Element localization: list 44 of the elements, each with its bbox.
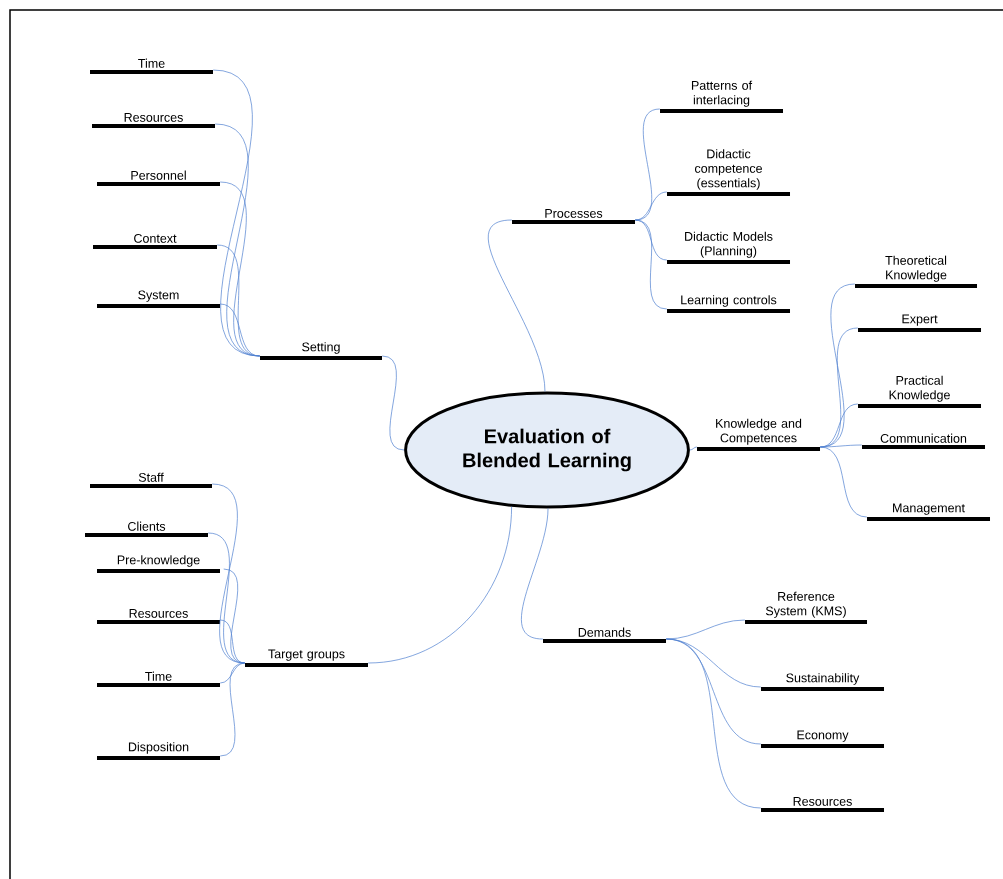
underlined-topic: Expert xyxy=(858,314,981,332)
underlined-topic: Communication xyxy=(862,433,985,449)
underlined-topic: Staff xyxy=(90,472,212,488)
underlined-topic: System xyxy=(97,290,220,308)
branch-line xyxy=(219,662,246,757)
underlined-topic: Time xyxy=(90,58,213,74)
underlined-topic: Didactic Models (Planning) xyxy=(667,231,790,264)
underlined-topic: Target groups xyxy=(245,649,368,667)
underlined-topic: Patterns of interlacing xyxy=(660,80,783,113)
branch-line xyxy=(367,506,512,664)
branch-line xyxy=(219,303,261,357)
underlined-topic: Economy xyxy=(761,730,884,748)
branch-line xyxy=(634,219,668,310)
branch-line xyxy=(216,244,261,357)
underlined-topic: Didactic competence (essentials) xyxy=(667,149,790,196)
underlined-topic: Management xyxy=(867,503,990,521)
underlined-topic: Clients xyxy=(85,521,208,537)
underlined-topic: Demands xyxy=(543,627,666,643)
underlined-topic: Personnel xyxy=(97,170,220,186)
underlined-topic: Sustainability xyxy=(761,673,884,691)
underlined-topic: Learning controls xyxy=(667,295,790,313)
branch-line xyxy=(219,619,246,664)
branch-line xyxy=(487,219,546,392)
underlined-topic: Disposition xyxy=(97,742,220,760)
underlined-topic: Resources xyxy=(761,797,884,812)
branch-line xyxy=(689,446,698,451)
underlined-topic: Practical Knowledge xyxy=(858,375,981,408)
branch-line xyxy=(819,444,863,448)
branch-line xyxy=(521,508,549,640)
branch-line xyxy=(381,355,405,451)
underlined-topic: Resources xyxy=(97,609,220,624)
underlined-topic: Pre-knowledge xyxy=(97,555,220,573)
underlined-topic: Knowledge and Competences xyxy=(697,418,820,451)
underlined-topic: Resources xyxy=(92,113,215,128)
underlined-topic: Theoretical Knowledge xyxy=(855,255,977,288)
branch-line xyxy=(665,638,762,809)
underlined-topic: Time xyxy=(97,671,220,687)
underlined-topic: Context xyxy=(93,233,217,249)
underlined-topic: Setting xyxy=(260,342,382,360)
branch-line xyxy=(634,191,668,221)
underlined-topic: Reference System (KMS) xyxy=(745,591,867,624)
branch-line xyxy=(665,638,762,745)
branch-line xyxy=(819,446,868,518)
underlined-topic: Processes xyxy=(512,209,635,224)
